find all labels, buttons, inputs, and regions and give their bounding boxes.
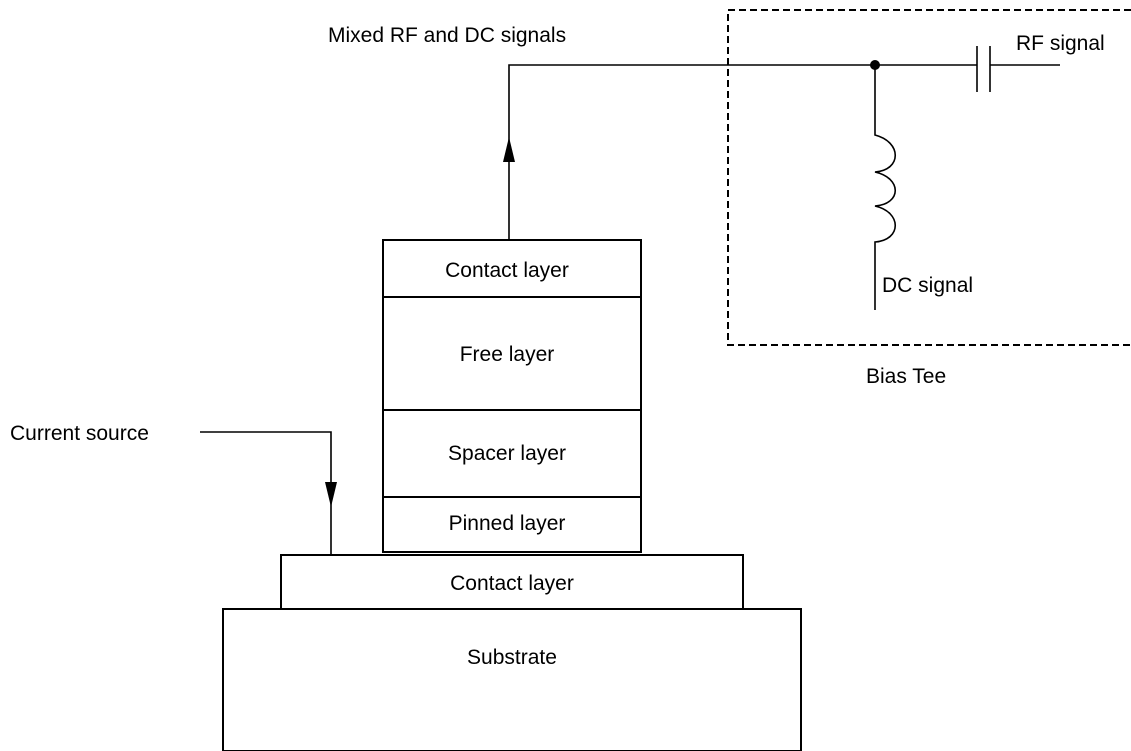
current-source-wire [200,431,332,555]
current-source-arrowhead [325,482,337,507]
free-layer: Free layer [382,296,642,411]
capacitor-gap [977,60,990,70]
top-contact-layer: Contact layer [382,239,642,298]
inductor-coil [874,65,897,310]
free-layer-label: Free layer [460,343,555,366]
mixed-signal-line: Mixed RF and DC signals [328,24,1060,240]
current-source-connection: Current source [10,422,337,555]
substrate-label: Substrate [467,646,557,669]
spacer-layer-label: Spacer layer [448,442,566,465]
mixed-signals-label: Mixed RF and DC signals [328,24,566,47]
bias-tee-label: Bias Tee [866,365,946,388]
bias-tee: RF signal DC signal Bias Tee [727,9,1131,388]
rf-signal-label: RF signal [1016,32,1105,55]
bias-tee-boundary [727,9,1131,346]
current-source-label: Current source [10,422,149,445]
pinned-layer-label: Pinned layer [449,512,566,535]
bottom-contact-layer: Contact layer [280,554,744,610]
top-contact-label: Contact layer [445,259,569,282]
spacer-layer: Spacer layer [382,409,642,498]
dc-signal-label: DC signal [882,274,973,297]
bottom-contact-label: Contact layer [450,572,574,595]
substrate-block: Substrate [222,608,802,751]
pinned-layer: Pinned layer [382,496,642,553]
mixed-signal-arrowhead [503,137,515,162]
